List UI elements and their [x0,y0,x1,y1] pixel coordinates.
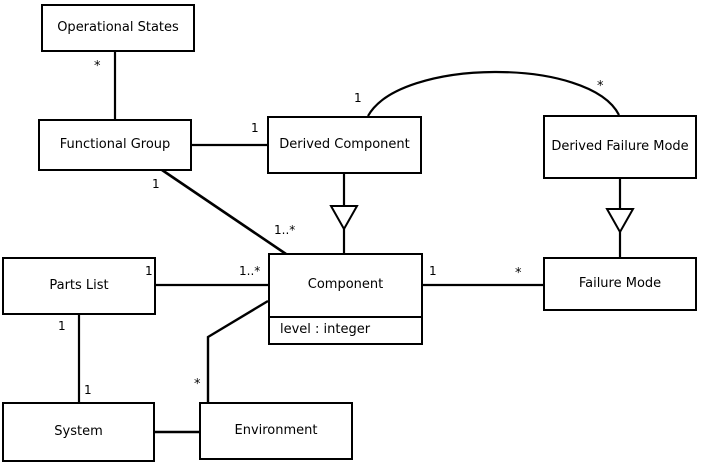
multiplicity-parts-list-component-far: 1..* [239,264,261,278]
multiplicity-component-failure-mode-near: 1 [429,264,437,278]
class-operational-states[interactable]: Operational States [41,4,195,52]
class-attributes-component: level : integer [270,316,421,343]
class-parts-list[interactable]: Parts List [2,257,156,315]
class-component[interactable]: Component level : integer [268,253,423,345]
edge-derived-component-derived-failure-mode [367,70,620,117]
multiplicity-derived-failure-mode-arc: * [597,79,604,94]
multiplicity-functional-group-component-near: 1 [152,177,160,191]
class-name-operational-states: Operational States [57,19,179,35]
class-name-functional-group: Functional Group [59,136,171,152]
class-name-failure-mode: Failure Mode [578,275,662,291]
class-environment[interactable]: Environment [199,402,353,460]
edge-functional-group-component [161,168,287,256]
multiplicity-functional-group-component-far: 1..* [274,223,296,237]
class-derived-component[interactable]: Derived Component [267,116,422,174]
generalization-triangle-failure-mode [605,208,635,235]
class-failure-mode[interactable]: Failure Mode [543,257,697,311]
multiplicity-parts-list-component-near: 1 [145,264,153,278]
multiplicity-component-failure-mode-far: * [515,266,522,281]
multiplicity-parts-list-system-top: 1 [58,319,66,333]
class-name-parts-list: Parts List [49,277,109,293]
class-system[interactable]: System [2,402,155,462]
class-name-derived-component: Derived Component [279,136,410,152]
class-name-system: System [54,423,103,439]
multiplicity-parts-list-system-bottom: 1 [84,383,92,397]
edge-component-environment [206,299,269,402]
class-name-derived-failure-mode: Derived Failure Mode [551,138,689,154]
multiplicity-component-environment: * [194,377,201,392]
class-derived-failure-mode[interactable]: Derived Failure Mode [543,115,697,179]
class-name-environment: Environment [234,422,318,438]
class-functional-group[interactable]: Functional Group [38,119,192,171]
class-attribute-level: level : integer [280,322,371,338]
multiplicity-operational-states-functional-group: * [94,59,101,74]
multiplicity-functional-group-derived-component: 1 [251,121,259,135]
generalization-triangle-component [329,205,359,232]
multiplicity-derived-component-arc: 1 [354,91,362,105]
class-name-component: Component [307,277,384,293]
